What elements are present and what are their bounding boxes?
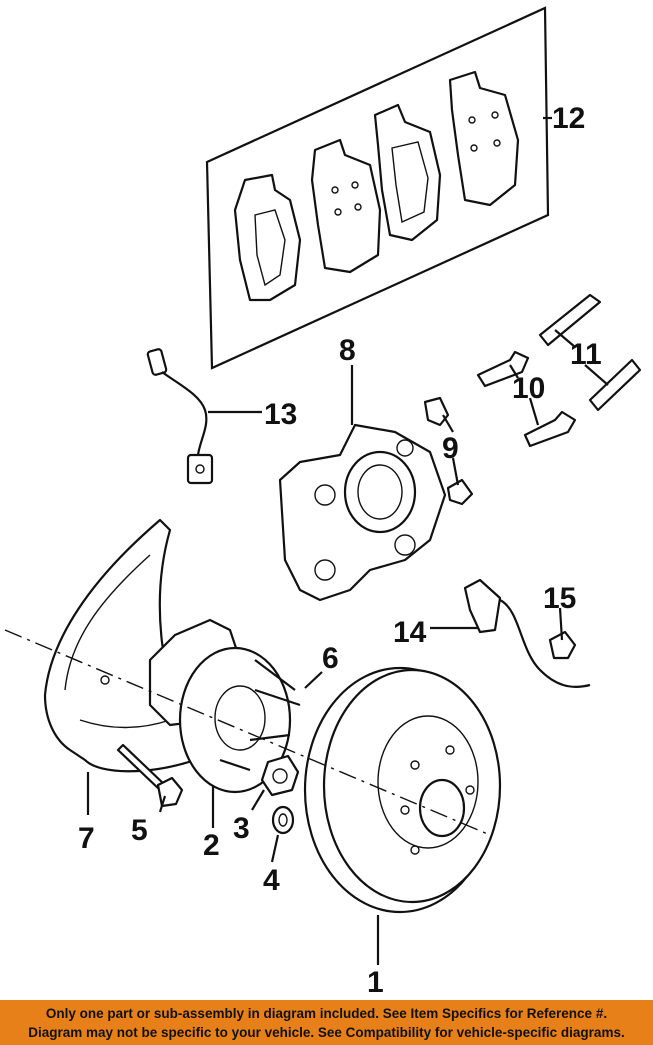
centerline bbox=[4, 629, 491, 836]
washer bbox=[271, 805, 295, 835]
callout-12: 12 bbox=[552, 102, 585, 135]
notice-line-1: Only one part or sub-assembly in diagram… bbox=[45, 1005, 608, 1021]
callout-11: 11 bbox=[570, 338, 602, 371]
callout-2: 2 bbox=[203, 829, 220, 862]
callout-15: 15 bbox=[543, 582, 576, 615]
notice-line-2: Diagram may not be specific to your vehi… bbox=[28, 1024, 625, 1040]
brake-caliper bbox=[278, 423, 447, 602]
brake-assembly-diagram: 1 2 3 4 5 6 7 8 9 10 11 12 13 14 15 bbox=[4, 6, 642, 999]
callout-6: 6 bbox=[322, 642, 339, 675]
callout-1: 1 bbox=[367, 966, 384, 999]
callout-14: 14 bbox=[393, 616, 427, 649]
brake-rotor bbox=[303, 666, 502, 914]
caliper-bolts bbox=[423, 396, 474, 506]
guide-bolts bbox=[476, 350, 577, 448]
wheel-speed-sensor bbox=[463, 578, 591, 688]
brake-wear-sensor bbox=[146, 348, 214, 485]
compatibility-notice-banner: Only one part or sub-assembly in diagram… bbox=[0, 1000, 653, 1045]
guide-pin-sleeves bbox=[538, 293, 642, 412]
leader-lines bbox=[86, 116, 609, 965]
callout-7: 7 bbox=[78, 822, 95, 855]
callout-4: 4 bbox=[263, 864, 280, 897]
callout-5: 5 bbox=[131, 814, 148, 847]
hub-nut bbox=[260, 754, 300, 797]
callout-10: 10 bbox=[512, 372, 545, 405]
callout-13: 13 bbox=[264, 398, 297, 431]
callout-3: 3 bbox=[233, 812, 250, 845]
hub-bearing bbox=[148, 618, 301, 794]
brake-pad-set bbox=[205, 6, 550, 370]
callout-8: 8 bbox=[339, 334, 356, 367]
callout-9: 9 bbox=[442, 432, 459, 465]
